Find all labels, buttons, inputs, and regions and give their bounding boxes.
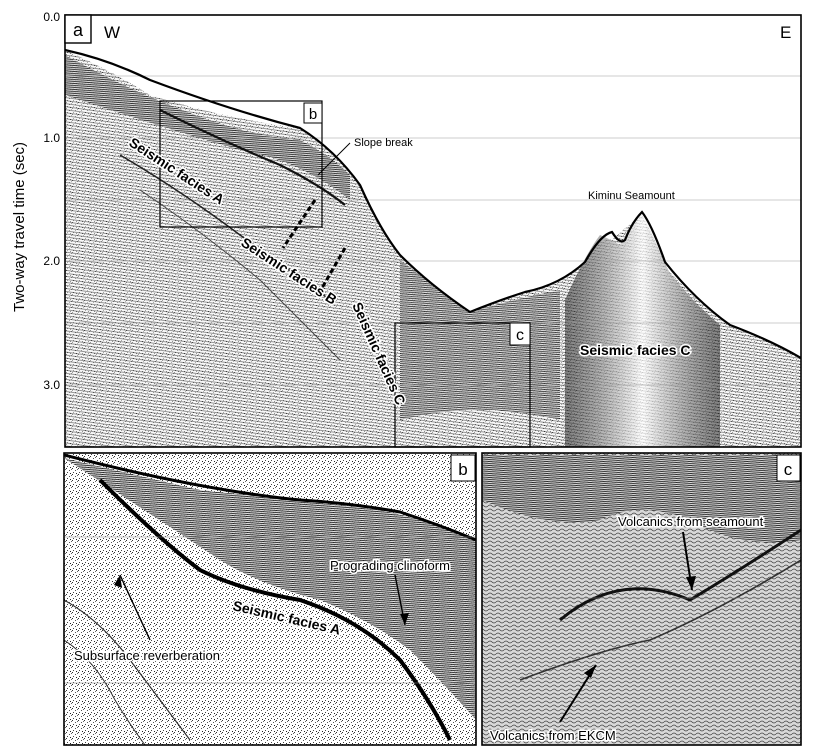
panel-b-seafloor bbox=[64, 453, 476, 542]
y-tick-2: 2.0 bbox=[43, 254, 60, 268]
volcanics-seamount-label: Volcanics from seamount bbox=[618, 514, 764, 529]
inset-b-box bbox=[159, 100, 323, 228]
slope-break-label: Slope break bbox=[354, 137, 413, 149]
panel-c-letter: c bbox=[784, 460, 793, 479]
y-tick-0: 0.0 bbox=[43, 10, 60, 24]
panel-b-letter: b bbox=[458, 460, 467, 479]
facies-boundary-ab bbox=[281, 199, 317, 249]
kiminu-label: Kiminu Seamount bbox=[588, 190, 675, 202]
panel-a-letter: a bbox=[73, 20, 84, 40]
prograding-label: Prograding clinoform bbox=[330, 558, 450, 573]
y-tick-1: 1.0 bbox=[43, 131, 60, 145]
panel-b: b Prograding clinoform Subsurface reverb… bbox=[63, 452, 477, 746]
volcanics-ekcm-label: Volcanics from EKCM bbox=[490, 728, 616, 743]
east-label: E bbox=[780, 23, 791, 42]
inset-c-letter: c bbox=[516, 327, 524, 344]
reverberation-label: Subsurface reverberation bbox=[74, 648, 220, 663]
panel-a: b c a W E Slope break Kiminu Seamount Se… bbox=[64, 14, 802, 448]
panel-c: c Volcanics from seamount Volcanics from… bbox=[481, 452, 802, 746]
slope-break-pointer bbox=[317, 142, 351, 176]
kiminu-seamount-body bbox=[565, 212, 720, 447]
west-label: W bbox=[104, 23, 120, 42]
reverberation-arrow bbox=[119, 574, 151, 641]
y-tick-3: 3.0 bbox=[43, 378, 60, 392]
inset-c-box bbox=[394, 322, 531, 448]
facies-boundary-bc bbox=[316, 247, 347, 296]
facies-c-seamount-label: Seismic facies C bbox=[580, 342, 691, 358]
inset-b-letter: b bbox=[309, 106, 317, 123]
seafloor-line bbox=[65, 48, 801, 359]
